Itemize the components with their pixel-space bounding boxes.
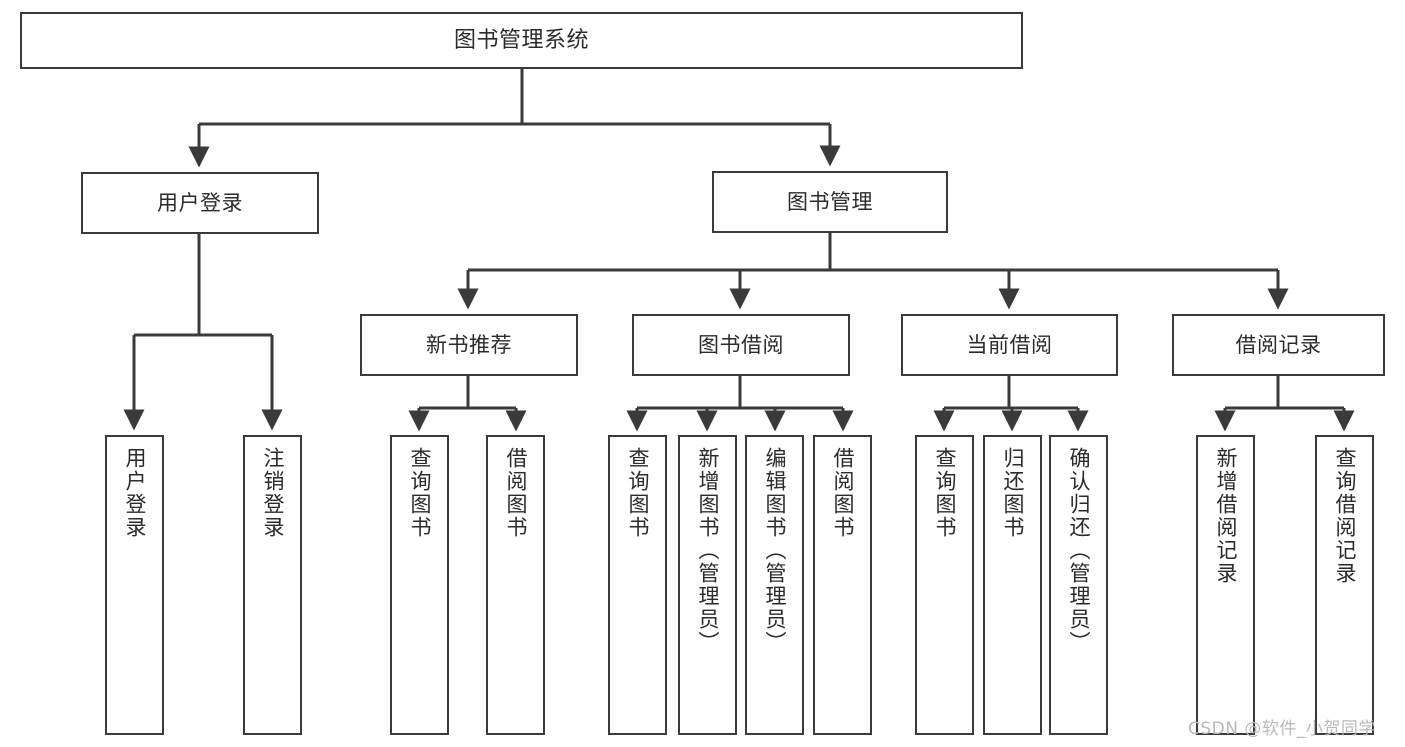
- node-leaf-query-book-3-label: 查询图书: [933, 447, 957, 539]
- node-book-borrow-label: 图书借阅: [698, 332, 784, 357]
- node-leaf-confirm-return-label: 确认归还（管理员）: [1067, 447, 1091, 654]
- node-leaf-add-book-label: 新增图书（管理员）: [696, 447, 720, 654]
- node-leaf-query-book-1[interactable]: 查询图书: [390, 435, 449, 735]
- node-leaf-borrow-book-1[interactable]: 借阅图书: [486, 435, 545, 735]
- node-root[interactable]: 图书管理系统: [20, 12, 1023, 69]
- node-leaf-borrow-book-1-label: 借阅图书: [504, 447, 528, 539]
- node-root-label: 图书管理系统: [453, 27, 589, 53]
- node-leaf-return-book-label: 归还图书: [1001, 447, 1025, 539]
- node-leaf-query-book-1-label: 查询图书: [408, 447, 432, 539]
- node-new-book-rec-label: 新书推荐: [426, 332, 512, 357]
- node-leaf-query-book-3[interactable]: 查询图书: [915, 435, 974, 735]
- node-borrow-record[interactable]: 借阅记录: [1172, 314, 1385, 376]
- node-new-book-rec[interactable]: 新书推荐: [360, 314, 578, 376]
- node-leaf-add-record[interactable]: 新增借阅记录: [1196, 435, 1255, 735]
- node-leaf-user-login-label: 用户登录: [123, 447, 147, 539]
- csdn-watermark: CSDN @软件_小贺同学: [1188, 719, 1376, 739]
- node-leaf-return-book[interactable]: 归还图书: [983, 435, 1042, 735]
- node-leaf-query-book-2-label: 查询图书: [626, 447, 650, 539]
- node-leaf-query-record-label: 查询借阅记录: [1333, 447, 1357, 585]
- node-borrow-record-label: 借阅记录: [1235, 332, 1322, 357]
- node-book-manage-label: 图书管理: [787, 189, 873, 214]
- node-leaf-logout[interactable]: 注销登录: [243, 435, 302, 735]
- node-current-borrow-label: 当前借阅: [966, 332, 1053, 357]
- node-leaf-add-book[interactable]: 新增图书（管理员）: [678, 435, 737, 735]
- node-user-login-label: 用户登录: [157, 190, 243, 215]
- node-leaf-add-record-label: 新增借阅记录: [1214, 447, 1238, 585]
- node-leaf-confirm-return[interactable]: 确认归还（管理员）: [1049, 435, 1108, 735]
- node-leaf-query-record[interactable]: 查询借阅记录: [1315, 435, 1374, 735]
- node-leaf-query-book-2[interactable]: 查询图书: [608, 435, 667, 735]
- node-leaf-borrow-book-2[interactable]: 借阅图书: [813, 435, 872, 735]
- node-book-borrow[interactable]: 图书借阅: [632, 314, 850, 376]
- node-leaf-borrow-book-2-label: 借阅图书: [831, 447, 855, 539]
- node-leaf-edit-book-label: 编辑图书（管理员）: [763, 447, 787, 654]
- node-book-manage[interactable]: 图书管理: [712, 171, 948, 233]
- node-leaf-edit-book[interactable]: 编辑图书（管理员）: [745, 435, 804, 735]
- node-leaf-logout-label: 注销登录: [261, 447, 285, 539]
- node-user-login[interactable]: 用户登录: [81, 172, 319, 234]
- node-current-borrow[interactable]: 当前借阅: [901, 314, 1118, 376]
- node-leaf-user-login[interactable]: 用户登录: [105, 435, 164, 735]
